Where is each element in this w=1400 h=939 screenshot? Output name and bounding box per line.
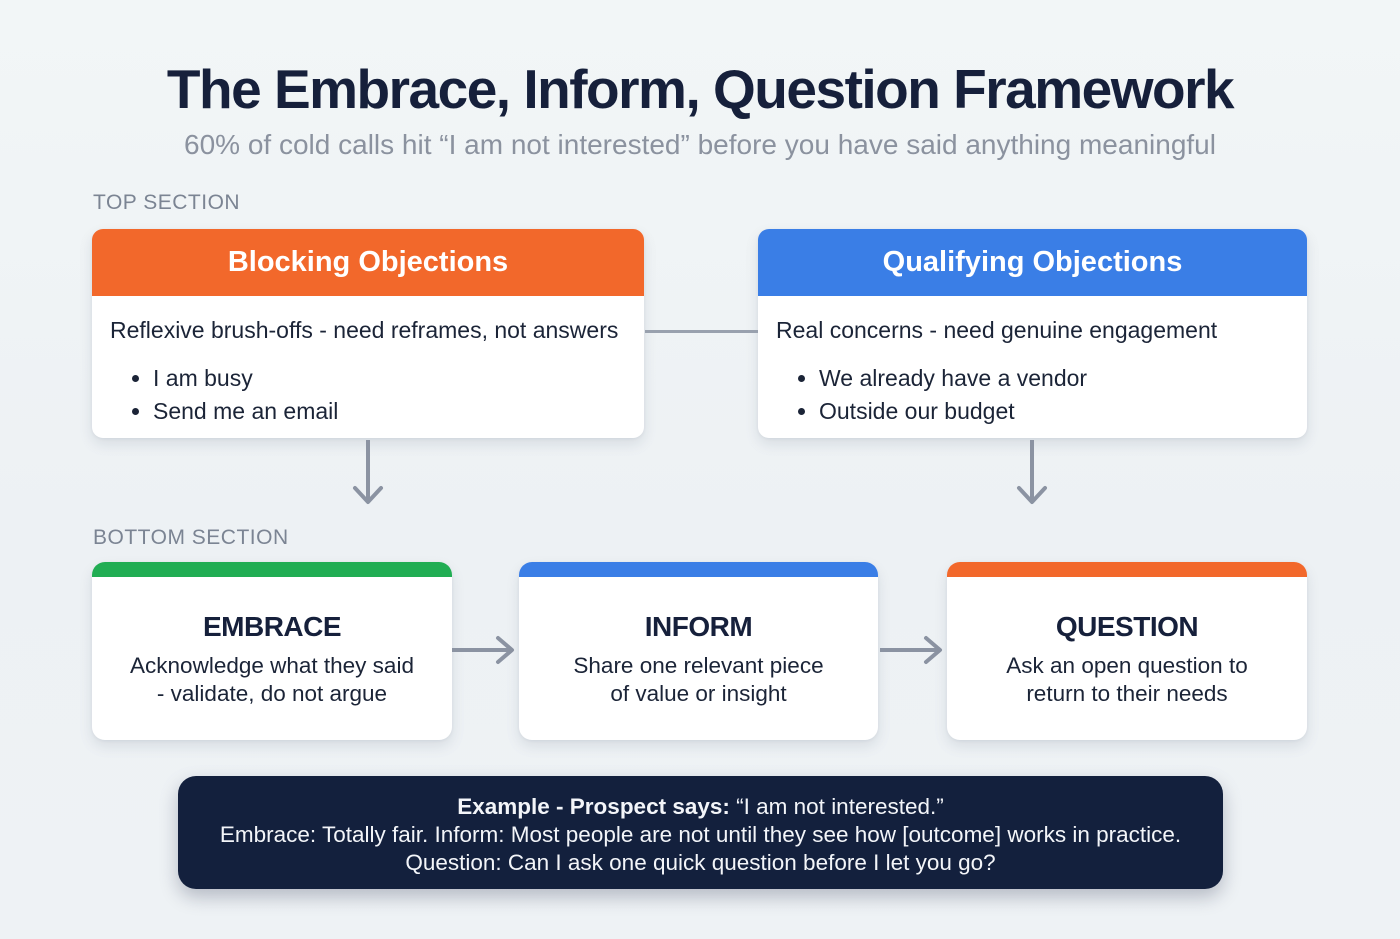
blocking-objections-description: Reflexive brush-offs - need reframes, no…	[110, 317, 619, 343]
page-title: The Embrace, Inform, Question Framework	[166, 58, 1235, 120]
inform-description: Share one relevant piece of value or ins…	[573, 653, 824, 706]
right-arrow-icon	[880, 634, 950, 666]
embrace-color-bar	[92, 562, 452, 577]
qualifying-objections-card: Qualifying Objections Real concerns - ne…	[758, 229, 1307, 438]
example-line-2: Embrace: Totally fair. Inform: Most peop…	[219, 822, 1182, 847]
qualifying-objections-header: Qualifying Objections	[758, 229, 1307, 296]
example-line-3: Question: Can I ask one quick question b…	[405, 850, 996, 875]
down-arrow-icon	[351, 440, 385, 512]
question-card: QUESTION Ask an open question to return …	[947, 562, 1307, 740]
embrace-description: Acknowledge what they said - validate, d…	[130, 653, 414, 706]
bullet-item: We already have a vendor	[819, 365, 1289, 392]
blocking-objections-card: Blocking Objections Reflexive brush-offs…	[92, 229, 644, 438]
blocking-objections-bullets: I am busy Send me an email	[153, 365, 626, 425]
embrace-card: EMBRACE Acknowledge what they said - val…	[92, 562, 452, 740]
example-quote: “I am not interested.”	[736, 794, 944, 819]
question-color-bar	[947, 562, 1307, 577]
inform-title: INFORM	[644, 611, 753, 642]
blocking-objections-header: Blocking Objections	[92, 229, 644, 296]
top-section-label: TOP SECTION	[93, 191, 241, 214]
embrace-title: EMBRACE	[202, 611, 342, 642]
horizontal-connector-line	[645, 330, 758, 333]
question-description: Ask an open question to return to their …	[1006, 653, 1248, 706]
inform-color-bar	[519, 562, 878, 577]
example-box: Example - Prospect says: “I am not inter…	[178, 776, 1223, 889]
qualifying-objections-description: Real concerns - need genuine engagement	[776, 317, 1218, 343]
bullet-item: Outside our budget	[819, 398, 1289, 425]
bullet-item: Send me an email	[153, 398, 626, 425]
qualifying-objections-bullets: We already have a vendor Outside our bud…	[819, 365, 1289, 425]
example-label: Example - Prospect says:	[457, 794, 730, 819]
qualifying-objections-body: Real concerns - need genuine engagement …	[758, 296, 1307, 425]
right-arrow-icon	[452, 634, 522, 666]
bottom-section-label: BOTTOM SECTION	[93, 526, 289, 549]
inform-card: INFORM Share one relevant piece of value…	[519, 562, 878, 740]
bullet-item: I am busy	[153, 365, 626, 392]
example-line-1: Example - Prospect says: “I am not inter…	[178, 793, 1223, 821]
down-arrow-icon	[1015, 440, 1049, 512]
page-subtitle: 60% of cold calls hit “I am not interest…	[184, 129, 1216, 160]
question-title: QUESTION	[1055, 611, 1199, 642]
blocking-objections-body: Reflexive brush-offs - need reframes, no…	[92, 296, 644, 425]
